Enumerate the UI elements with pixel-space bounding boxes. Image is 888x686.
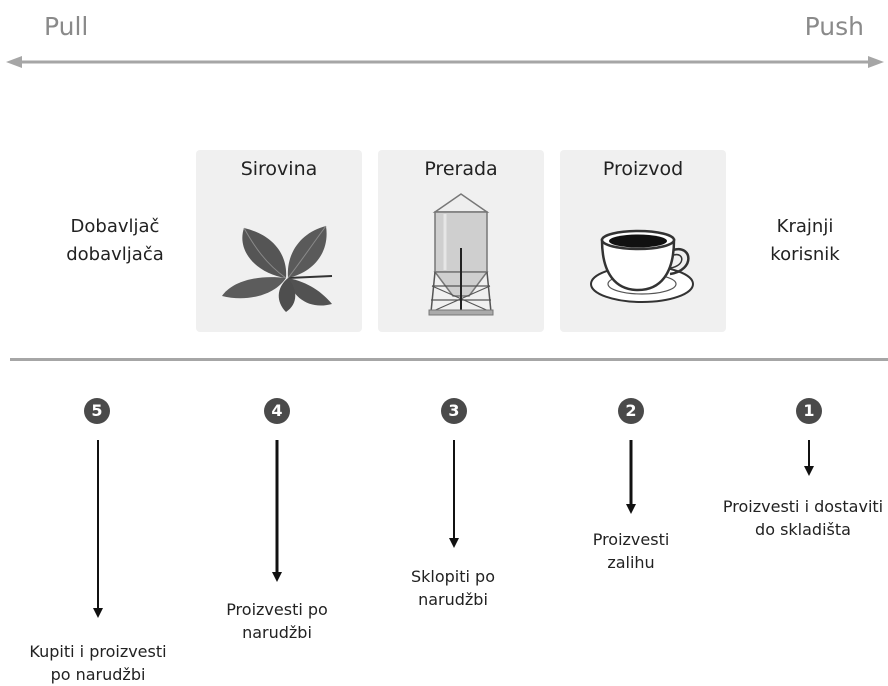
- stage-label-5: Kupiti i proizvesti po narudžbi: [29, 642, 167, 684]
- step-badge-1: 1: [796, 398, 822, 424]
- down-arrow-icon: [272, 440, 282, 582]
- end-user-label: Krajnji korisnik: [770, 216, 840, 265]
- down-arrow-icon: [804, 440, 814, 476]
- down-arrow-icon: [626, 440, 636, 514]
- arrow-right-head-icon: [868, 56, 884, 68]
- card-prerada: Prerada: [378, 150, 544, 332]
- stage-label-2: Proizvesti zalihu: [592, 530, 670, 572]
- arrow-left-head-icon: [6, 56, 22, 68]
- card-title: Proizvod: [602, 158, 684, 180]
- step-badge-3: 3: [441, 398, 467, 424]
- card-proizvod: Proizvod: [560, 150, 726, 332]
- step-badge-4: 4: [264, 398, 290, 424]
- leaves-icon: [222, 225, 333, 312]
- stage-label-1: Proizvesti i dostaviti do skladišta: [722, 497, 884, 539]
- step-badge-2: 2: [618, 398, 644, 424]
- card-title: Prerada: [424, 158, 498, 180]
- divider-line: [10, 358, 888, 361]
- card-sirovina: Sirovina: [196, 150, 362, 332]
- supplier-label: Dobavljač dobavljača: [66, 216, 164, 265]
- pull-push-arrow: [6, 56, 884, 68]
- silo-icon: [428, 193, 494, 316]
- step-badge-5: 5: [84, 398, 110, 424]
- down-arrow-icon: [449, 440, 459, 548]
- card-title: Sirovina: [240, 158, 318, 180]
- coffee-cup-icon: [590, 229, 694, 303]
- down-arrow-icon: [93, 440, 103, 618]
- stage-label-4: Proizvesti po narudžbi: [226, 600, 328, 642]
- pull-label: Pull: [44, 12, 89, 41]
- stage-label-3: Sklopiti po narudžbi: [410, 567, 496, 609]
- push-label: Push: [804, 12, 864, 41]
